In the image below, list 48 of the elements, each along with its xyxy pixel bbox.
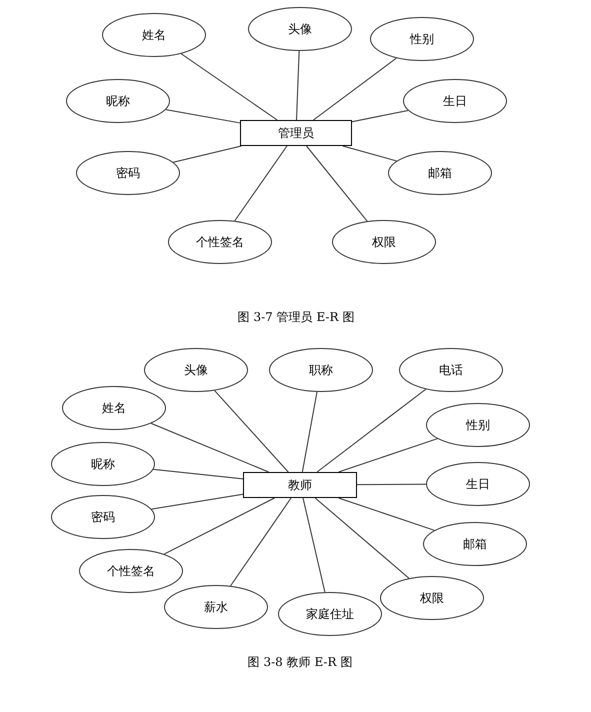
attribute-ellipse: 昵称	[66, 79, 170, 123]
connector-line	[214, 390, 289, 472]
attribute-ellipse: 性别	[370, 17, 474, 61]
connector-line	[316, 388, 426, 472]
connector-line	[180, 53, 278, 120]
attribute-ellipse: 生日	[403, 79, 507, 123]
connector-line	[152, 468, 244, 480]
entity-box: 教师	[243, 472, 357, 498]
attribute-ellipse: 薪水	[164, 585, 268, 629]
connector-line	[165, 109, 240, 124]
connector-line	[230, 498, 292, 586]
connector-line	[356, 484, 426, 486]
connector-line	[172, 146, 242, 163]
entity-box: 管理员	[240, 120, 352, 146]
connector-line	[296, 50, 300, 120]
connector-line	[314, 498, 410, 579]
attribute-ellipse: 密码	[76, 151, 180, 195]
attribute-ellipse: 性别	[426, 403, 530, 447]
attribute-ellipse: 头像	[248, 7, 352, 51]
attribute-ellipse: 个性签名	[168, 220, 272, 264]
connector-line	[306, 146, 368, 222]
figure-caption: 图 3-7 管理员 E-R 图	[238, 309, 354, 326]
connector-line	[302, 498, 326, 593]
attribute-ellipse: 权限	[380, 576, 484, 620]
connector-line	[151, 494, 244, 510]
attribute-ellipse: 密码	[51, 495, 155, 539]
attribute-ellipse: 昵称	[51, 442, 155, 486]
figure-caption: 图 3-8 教师 E-R 图	[248, 654, 352, 671]
connector-line	[150, 422, 270, 472]
connector-line	[312, 58, 397, 120]
attribute-ellipse: 头像	[144, 348, 248, 392]
attribute-ellipse: 邮箱	[423, 522, 527, 566]
attribute-ellipse: 邮箱	[388, 151, 492, 195]
connector-line	[234, 146, 288, 222]
connector-line	[302, 391, 318, 472]
attribute-ellipse: 姓名	[62, 386, 166, 430]
connector-line	[352, 110, 409, 122]
connector-line	[164, 498, 275, 555]
attribute-ellipse: 生日	[426, 462, 530, 506]
attribute-ellipse: 姓名	[102, 13, 206, 57]
attribute-ellipse: 电话	[399, 348, 503, 392]
attribute-ellipse: 个性签名	[79, 549, 183, 593]
attribute-ellipse: 权限	[332, 220, 436, 264]
attribute-ellipse: 职称	[269, 348, 373, 392]
connector-line	[338, 438, 438, 472]
connector-line	[342, 146, 398, 162]
attribute-ellipse: 家庭住址	[278, 592, 382, 636]
connector-line	[338, 498, 435, 531]
